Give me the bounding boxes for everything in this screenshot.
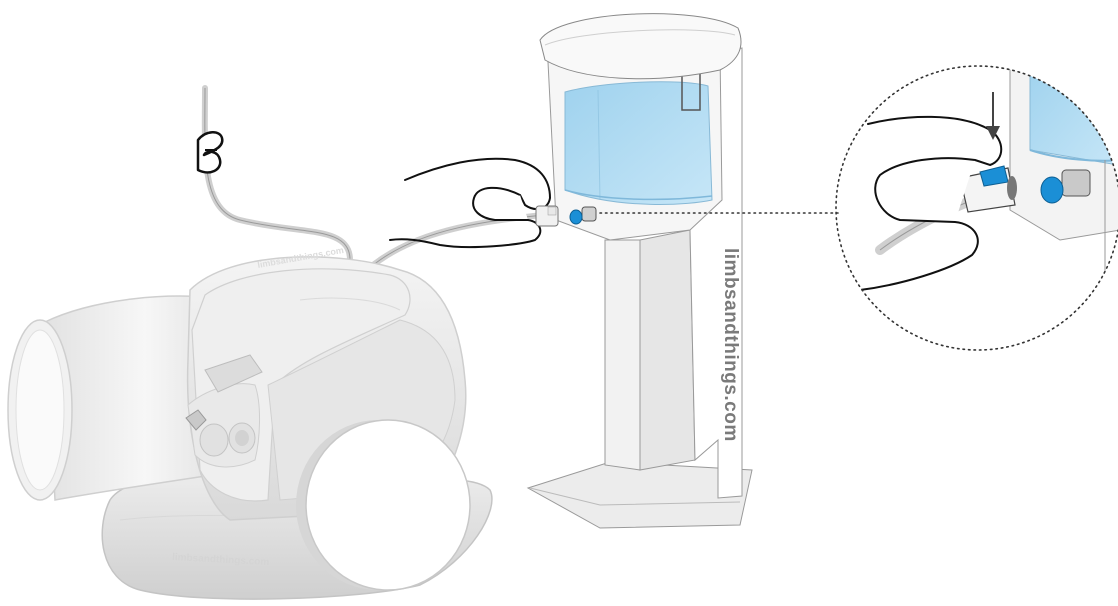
bag-connector-icon: [569, 206, 597, 225]
zoom-connector-icon: [959, 165, 1091, 213]
zoom-detail: [835, 65, 1118, 351]
device-connector-ports: [185, 354, 263, 468]
device-end-disc: [296, 419, 471, 591]
press-down-arrow-icon: [986, 92, 1000, 140]
held-connector-icon: [535, 205, 559, 227]
device-brand-base: limbsandthings.com: [172, 552, 270, 568]
hand-left-main: [389, 157, 559, 249]
fluid-bag: [564, 81, 713, 205]
tube-clamp-icon: [196, 131, 224, 174]
simulator-device: limbsandthings.com limbsandthings.com: [7, 245, 493, 600]
stand-brand-text: limbsandthings.com: [720, 248, 741, 442]
fluid-stand: limbsandthings.com: [526, 13, 753, 529]
